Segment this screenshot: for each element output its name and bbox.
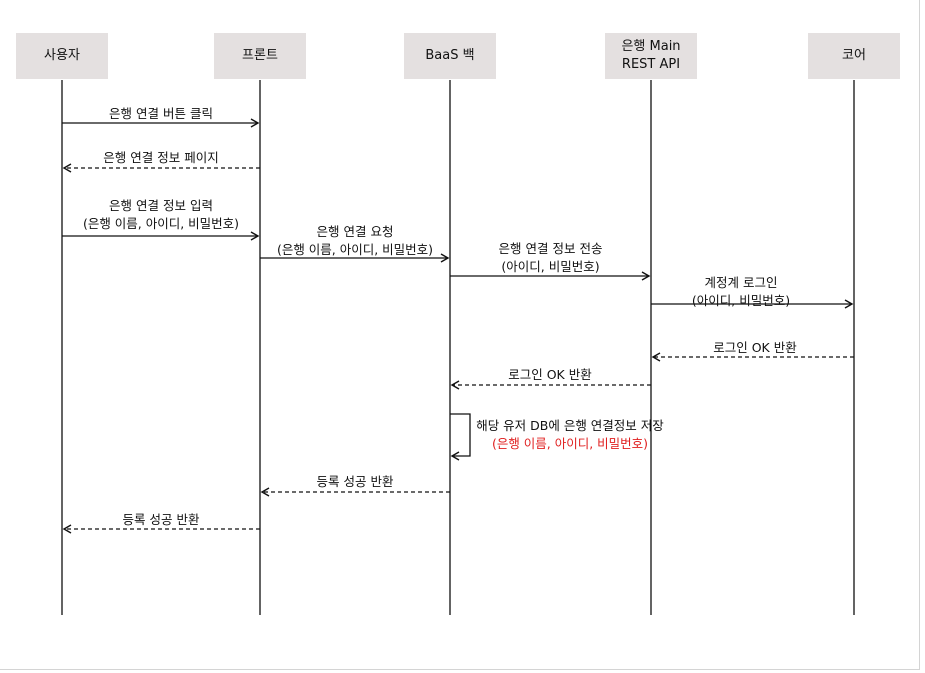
message-label-m2: 은행 연결 정보 페이지 <box>62 149 260 167</box>
message-label-m6: 계정계 로그인 (아이디, 비밀번호) <box>651 274 831 310</box>
message-text: 은행 연결 정보 전송 <box>498 241 603 256</box>
message-params: (아이디, 비밀번호) <box>501 259 600 274</box>
message-text: 로그인 OK 반환 <box>713 340 797 355</box>
message-params: (은행 이름, 아이디, 비밀번호) <box>276 242 434 257</box>
message-params: (아이디, 비밀번호) <box>691 293 791 308</box>
message-text: 해당 유저 DB에 은행 연결정보 저장 <box>476 418 664 433</box>
message-text: 로그인 OK 반환 <box>508 367 592 382</box>
message-params-highlight: (은행 이름, 아이디, 비밀번호) <box>491 436 649 451</box>
message-label-m9: 해당 유저 DB에 은행 연결정보 저장 (은행 이름, 아이디, 비밀번호) <box>470 417 670 453</box>
participant-core: 코어 <box>808 33 900 79</box>
message-label-m5: 은행 연결 정보 전송 (아이디, 비밀번호) <box>450 240 651 276</box>
message-label-m3: 은행 연결 정보 입력 (은행 이름, 아이디, 비밀번호) <box>52 197 270 233</box>
participant-front: 프론트 <box>214 33 306 79</box>
message-text: 은행 연결 요청 <box>316 224 394 239</box>
arrow-m9-self <box>450 413 471 461</box>
participant-user: 사용자 <box>16 33 108 79</box>
message-label-m10: 등록 성공 반환 <box>280 473 430 491</box>
message-label-m7: 로그인 OK 반환 <box>680 339 830 357</box>
message-label-m4: 은행 연결 요청 (은행 이름, 아이디, 비밀번호) <box>250 223 460 259</box>
message-label-m8: 로그인 OK 반환 <box>475 366 625 384</box>
message-params: (은행 이름, 아이디, 비밀번호) <box>82 216 240 231</box>
message-text: 은행 연결 정보 페이지 <box>103 150 219 165</box>
message-text: 은행 연결 정보 입력 <box>109 198 213 213</box>
message-label-m1: 은행 연결 버튼 클릭 <box>62 105 260 123</box>
message-label-m11: 등록 성공 반환 <box>86 511 236 529</box>
message-text: 계정계 로그인 <box>704 275 778 290</box>
message-text: 은행 연결 버튼 클릭 <box>109 106 213 121</box>
participant-bank: 은행 Main REST API <box>605 33 697 79</box>
message-text: 등록 성공 반환 <box>122 512 200 527</box>
message-text: 등록 성공 반환 <box>316 474 394 489</box>
participant-baas: BaaS 백 <box>404 33 496 79</box>
